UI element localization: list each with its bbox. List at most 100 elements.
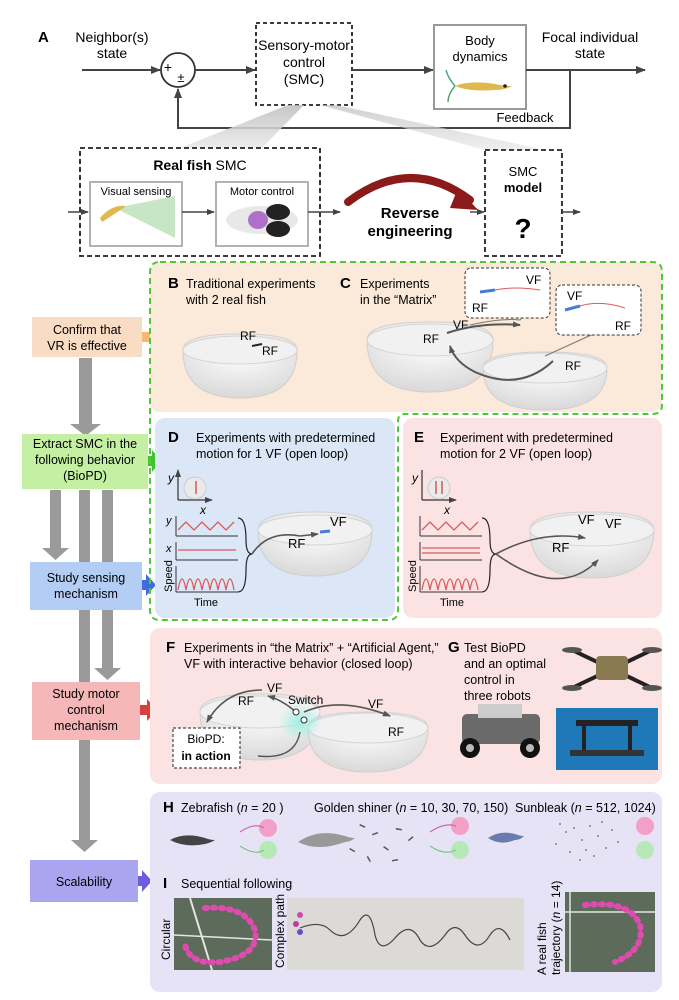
summing-plus: + xyxy=(164,59,172,75)
body-dynamics-label-1: Body xyxy=(465,33,495,48)
reverse-label-2: engineering xyxy=(367,223,452,240)
smc-model-label-2: model xyxy=(504,180,542,195)
scalability-arrow xyxy=(138,870,152,892)
panel-b-letter: B xyxy=(168,275,179,292)
smc-label-1: Sensory-motor xyxy=(258,37,350,53)
left-column: Confirm that VR is effective Extract SMC… xyxy=(22,317,163,902)
smc-beam-right xyxy=(320,105,545,150)
panel-f-biopd-2: in action xyxy=(181,749,230,763)
smc-model-box xyxy=(484,149,563,257)
study-motor-label-2: control xyxy=(67,703,105,717)
focal-state-label-1: Focal individual xyxy=(542,29,639,45)
confirm-vr-box xyxy=(32,317,142,357)
panel-e-title-2: motion for 2 VF (open loop) xyxy=(440,447,592,461)
study-motor-label-1: Study motor xyxy=(52,687,119,701)
panel-f-switch: Switch xyxy=(288,693,323,707)
panel-g-text-4: three robots xyxy=(464,689,531,703)
panel-e-speed: Speed xyxy=(407,560,419,592)
confirm-vr-label-1: Confirm that xyxy=(53,323,122,337)
panel-d-time: Time xyxy=(194,597,218,609)
real-fish-smc-title: Real fish SMC xyxy=(153,157,246,173)
panel-f-vf2: VF xyxy=(368,697,383,711)
panel-b-title-1: Traditional experiments xyxy=(186,277,315,291)
panel-i-letter: I xyxy=(163,875,167,892)
panel-f-title-2: VF with interactive behavior (closed loo… xyxy=(184,657,413,671)
visual-cone xyxy=(115,196,175,238)
panel-h-letter: H xyxy=(163,799,174,816)
panel-c-letter: C xyxy=(340,275,351,292)
study-sensing-label-2: mechanism xyxy=(54,587,118,601)
panel-i-complex: Complex path xyxy=(273,894,287,968)
panel-f-title-1: Experiments in “the Matrix” + “Artificia… xyxy=(184,641,439,655)
zebrafish-schematic xyxy=(239,819,277,859)
sunbleak-schematic xyxy=(636,817,654,859)
sunbleak-school xyxy=(555,821,619,861)
study-motor-label-3: mechanism xyxy=(54,719,118,733)
panel-c-inset2-rf: RF xyxy=(615,319,631,333)
panel-d-x-label: x xyxy=(165,543,172,555)
underwater-robot-photo xyxy=(556,708,658,770)
motor-arrow xyxy=(140,699,157,721)
panel-d-rf: RF xyxy=(288,536,305,551)
panel-b-rf1: RF xyxy=(240,329,256,343)
feedback-loop xyxy=(174,70,571,129)
panel-hi: H Zebrafish (n = 20 ) Golden shiner (n =… xyxy=(150,792,662,992)
panel-c-rf-right: RF xyxy=(565,359,581,373)
green-dashed-outline xyxy=(149,261,663,621)
sensing-arrow xyxy=(142,574,156,596)
panel-f-biopd-1: BioPD: xyxy=(187,732,224,746)
panel-c-title-2: in the “Matrix” xyxy=(360,293,436,307)
circular-path-photo xyxy=(173,897,273,971)
panel-i-real-traj: A real fish xyxy=(535,922,549,975)
panel-e-title-1: Experiment with predetermined xyxy=(440,431,613,445)
panel-c-inset2-vf: VF xyxy=(567,289,582,303)
panel-e-axis-y: y xyxy=(411,471,419,485)
panel-d-title-1: Experiments with predetermined xyxy=(196,431,375,445)
reverse-engineering-arrowhead xyxy=(450,188,478,210)
smc-box xyxy=(255,22,353,106)
panel-e-time: Time xyxy=(440,597,464,609)
extract-arrow xyxy=(148,450,161,472)
panel-e-letter: E xyxy=(414,429,424,446)
panel-e-vf2: VF xyxy=(605,516,622,531)
panel-c-inset-1 xyxy=(464,267,551,319)
panel-d-axis-y: y xyxy=(167,471,175,485)
brain-icon xyxy=(226,204,298,237)
reverse-label-1: Reverse xyxy=(381,205,439,222)
study-sensing-box xyxy=(30,562,142,610)
panel-d-speed: Speed xyxy=(163,560,175,592)
shiner-schematic xyxy=(429,817,469,859)
panel-d-title-2: motion for 1 VF (open loop) xyxy=(196,447,348,461)
extract-smc-label-1: Extract SMC in the xyxy=(33,437,137,451)
panel-c-inset1-rf: RF xyxy=(472,301,488,315)
panel-i-title: Sequential following xyxy=(181,877,292,891)
smc-label-2: control xyxy=(283,54,325,70)
study-sensing-label-1: Study sensing xyxy=(47,571,126,585)
smc-model-label-1: SMC xyxy=(509,164,538,179)
panel-d-letter: D xyxy=(168,429,179,446)
panel-b-rf2: RF xyxy=(262,344,278,358)
panel-e-axis-x: x xyxy=(443,503,451,517)
sunbleak-icon xyxy=(488,832,524,843)
smc-label-3: (SMC) xyxy=(284,71,324,87)
confirm-vr-label-2: VR is effective xyxy=(47,339,127,353)
panel-i-real-traj-2: trajectory (n = 14) xyxy=(549,881,563,975)
panel-f-vf1: VF xyxy=(267,681,282,695)
panel-c-rf-left: RF xyxy=(423,332,439,346)
scalability-box xyxy=(30,860,138,902)
motor-control-label: Motor control xyxy=(230,186,294,198)
extract-smc-box xyxy=(22,434,148,489)
panel-f-rf1: RF xyxy=(238,694,254,708)
panel-a-letter: A xyxy=(38,29,49,46)
panel-b-title-2: with 2 real fish xyxy=(185,293,266,307)
focal-state-label-2: state xyxy=(575,45,606,61)
smc-model-question: ? xyxy=(514,213,531,244)
switch-glow xyxy=(278,704,322,740)
real-fish-trajectory-photo xyxy=(565,892,655,972)
panel-c-inset1-vf: VF xyxy=(526,273,541,287)
body-dynamics-label-2: dynamics xyxy=(453,49,508,64)
zebrafish-icon xyxy=(170,835,215,846)
neighbor-state-label-1: Neighbor(s) xyxy=(75,29,148,45)
reverse-engineering-arrow xyxy=(344,174,474,206)
